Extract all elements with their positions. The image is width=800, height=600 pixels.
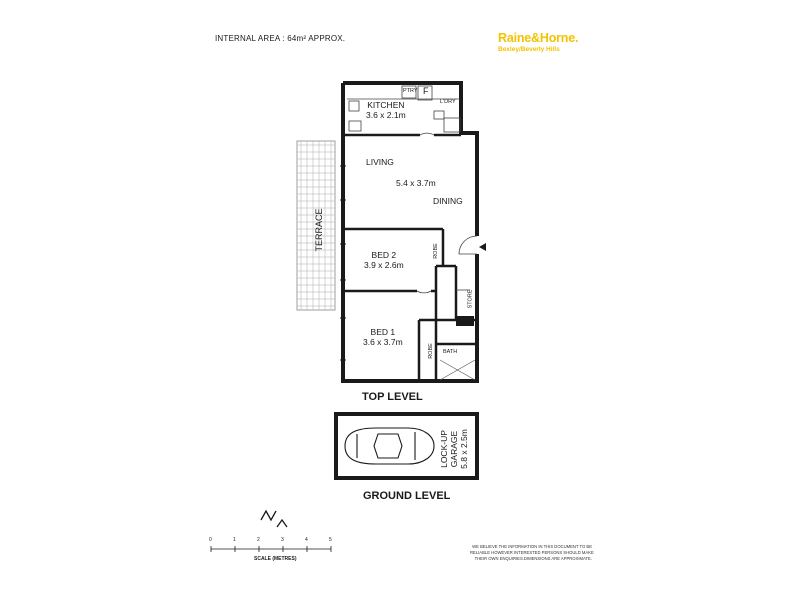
entry-arrow [479,243,486,251]
pantry-label: PTRY [403,88,418,94]
services-block [456,316,474,326]
bed1-name: BED 1 [370,327,396,337]
dining-label: DINING [433,196,463,206]
bed2-name: BED 2 [371,250,397,260]
bed2-size: 3.9 x 2.6m [364,260,404,270]
garage-name-line1: LOCK-UP [439,430,449,468]
top-level-title: TOP LEVEL [362,391,423,403]
garage-name-line2: GARAGE [449,430,459,468]
disclaimer-line1: WE BELIEVE THE INFORMATION IN THIS DOCUM… [472,544,592,549]
ground-level-title: GROUND LEVEL [363,490,451,502]
inner-walls [343,133,477,381]
compass-icon [260,509,288,528]
scale-tick-2: 2 [257,537,260,543]
scale-tick-4: 4 [305,537,308,543]
kitchen-label: KITCHEN 3.6 x 2.1m [366,100,406,120]
car-icon [344,427,435,465]
scale-title: SCALE (METRES) [254,556,297,562]
terrace-hatch [296,140,336,311]
brand-office: Bexley/Beverly Hills [498,46,560,53]
brand-logo: Raine&Horne. Bexley/Beverly Hills [498,31,578,53]
garage-label: LOCK-UP GARAGE 5.8 x 2.5m [439,419,469,479]
living-dining-size: 5.4 x 3.7m [396,178,436,188]
kitchen-size: 3.6 x 2.1m [366,110,406,120]
scale-tick-0: 0 [209,537,212,543]
store-label: STORE [467,289,474,309]
fridge-label: F [423,86,429,96]
bed1-size: 3.6 x 3.7m [363,337,403,347]
scale-bar [210,546,332,552]
kitchen-name: KITCHEN [367,100,405,110]
scale-tick-5: 5 [329,537,332,543]
terrace-label: TERRACE [314,208,324,252]
living-label: LIVING [366,157,394,167]
scale-tick-1: 1 [233,537,236,543]
disclaimer-line3: THEIR OWN ENQUIRIES.DIMENSIONS ARE APPRO… [474,556,592,561]
scale-tick-3: 3 [281,537,284,543]
windows [340,165,346,361]
bed1-label: BED 1 3.6 x 3.7m [363,327,403,347]
outer-walls [341,81,479,383]
disclaimer: WE BELIEVE THE INFORMATION IN THIS DOCUM… [470,544,594,562]
laundry-label: L'DRY [440,99,456,105]
internal-area-label: INTERNAL AREA : 64m² APPROX. [215,34,346,43]
brand-name: Raine&Horne. [498,31,579,45]
bed1-robe-label: ROBE [427,343,434,359]
disclaimer-line2: RELIABLE HOWEVER INTERESTED PERSONS SHOU… [470,550,594,555]
bath-fixture [439,359,476,381]
bath-label: BATH [443,349,458,355]
door-swings [416,132,478,294]
bed2-label: BED 2 3.9 x 2.6m [364,250,404,270]
garage-outline [334,412,479,480]
bed2-robe-label: ROBE [432,243,439,259]
garage-size: 5.8 x 2.5m [459,429,469,469]
kitchen-fixtures [347,85,461,133]
